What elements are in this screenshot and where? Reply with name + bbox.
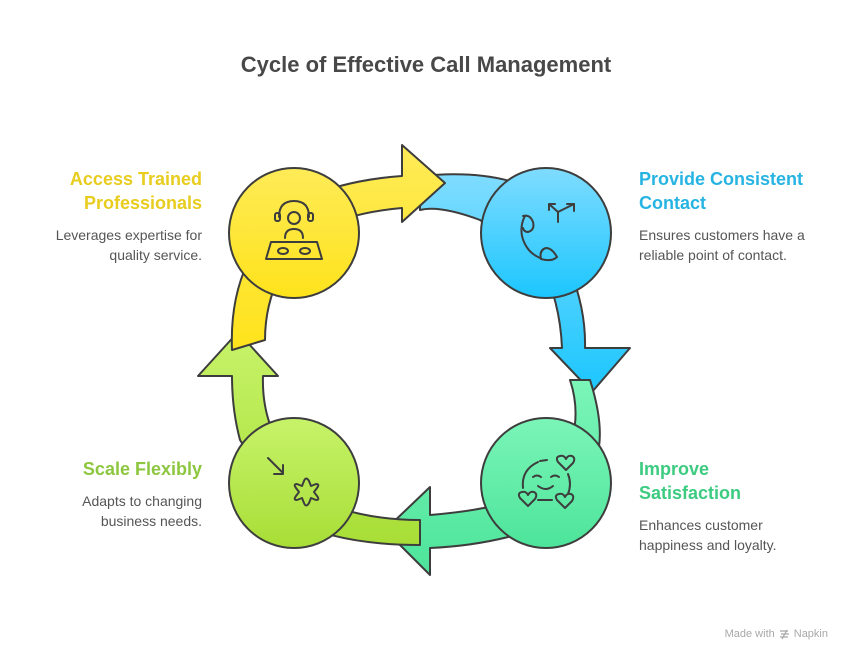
step-access-description: Leverages expertise for quality service. xyxy=(55,227,202,263)
smile-hearts-icon xyxy=(517,454,576,509)
dj-headset-icon xyxy=(265,200,323,260)
step-improve-label: Improve Satisfaction Enhances customer h… xyxy=(639,457,849,555)
step-improve-heading: Improve Satisfaction xyxy=(639,459,742,503)
step-improve-description: Enhances customer happiness and loyalty. xyxy=(639,517,777,553)
napkin-brand-text[interactable]: Napkin xyxy=(793,628,828,640)
step-access-label: Access Trained Professionals Leverages e… xyxy=(2,167,202,265)
step-access-heading: Access Trained Professionals xyxy=(69,169,202,213)
made-with-text: Made with xyxy=(724,628,775,640)
step-provide-label: Provide Consistent Contact Ensures custo… xyxy=(639,167,849,265)
step-provide-heading: Provide Consistent Contact xyxy=(639,169,804,213)
napkin-logo-icon xyxy=(779,629,789,639)
step-provide-description: Ensures customers have a reliable point … xyxy=(639,227,805,263)
step-scale-label: Scale Flexibly Adapts to changing busine… xyxy=(2,457,202,531)
step-scale-description: Adapts to changing business needs. xyxy=(82,493,202,529)
node-access xyxy=(228,167,360,299)
node-provide xyxy=(480,167,612,299)
node-improve xyxy=(480,417,612,549)
diagram-title: Cycle of Effective Call Management xyxy=(240,52,612,77)
footer-attribution: Made with Napkin xyxy=(725,628,828,640)
node-scale xyxy=(228,417,360,549)
phone-split-arrow-icon xyxy=(520,203,575,262)
step-scale-heading: Scale Flexibly xyxy=(82,459,202,479)
scale-burst-icon xyxy=(267,457,320,507)
